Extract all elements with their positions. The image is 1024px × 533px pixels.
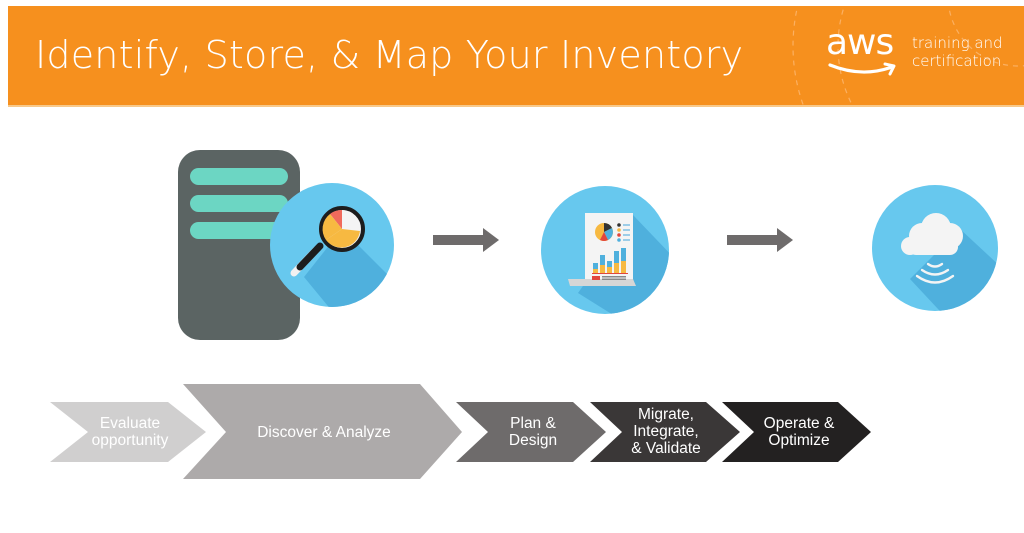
- aws-training-logo: aws training and certification: [826, 22, 1024, 88]
- logo-tagline-line1: training and: [912, 34, 1003, 52]
- step-discover-shape[interactable]: [183, 384, 462, 479]
- arrow-right-icon: [433, 228, 499, 252]
- header-banner: Identify, Store, & Map Your Inventory aw…: [8, 6, 1024, 107]
- report-chart-icon: [541, 186, 669, 314]
- step-plan-label: Plan & Design: [486, 415, 580, 449]
- step-plan-shape[interactable]: [456, 402, 606, 462]
- step-migrate-line3: & Validate: [631, 440, 701, 457]
- step-discover-label: Discover & Analyze: [226, 424, 422, 441]
- step-discover-line1: Discover & Analyze: [257, 424, 391, 441]
- smile-arrow-icon: [828, 62, 896, 76]
- step-evaluate-line1: Evaluate: [99, 415, 161, 432]
- step-migrate-line1: Migrate,: [638, 406, 694, 423]
- step-evaluate-shape[interactable]: [50, 402, 206, 462]
- arrow-right-icon: [727, 228, 793, 252]
- step-operate-shape[interactable]: [722, 402, 871, 462]
- step-operate-label: Operate & Optimize: [752, 415, 846, 449]
- step-plan-line1: Plan &: [510, 415, 556, 432]
- step-migrate-shape[interactable]: [590, 402, 740, 462]
- step-operate-line2: Optimize: [768, 432, 830, 449]
- logo-tagline: training and certification: [912, 34, 1003, 70]
- server-search-icon: [178, 150, 394, 340]
- step-plan-line2: Design: [508, 432, 558, 449]
- cloud-signal-icon: [872, 185, 998, 311]
- step-evaluate-line2: opportunity: [91, 432, 169, 449]
- logo-tagline-line2: certification: [912, 52, 1002, 70]
- step-operate-line1: Operate &: [763, 415, 835, 432]
- logo-wordmark: aws: [826, 22, 894, 63]
- cloud-shape: [901, 213, 963, 255]
- step-evaluate-label: Evaluate opportunity: [80, 415, 180, 449]
- step-migrate-label: Migrate, Integrate, & Validate: [618, 406, 714, 457]
- page-title: Identify, Store, & Map Your Inventory: [35, 33, 744, 77]
- step-migrate-line2: Integrate,: [633, 423, 699, 440]
